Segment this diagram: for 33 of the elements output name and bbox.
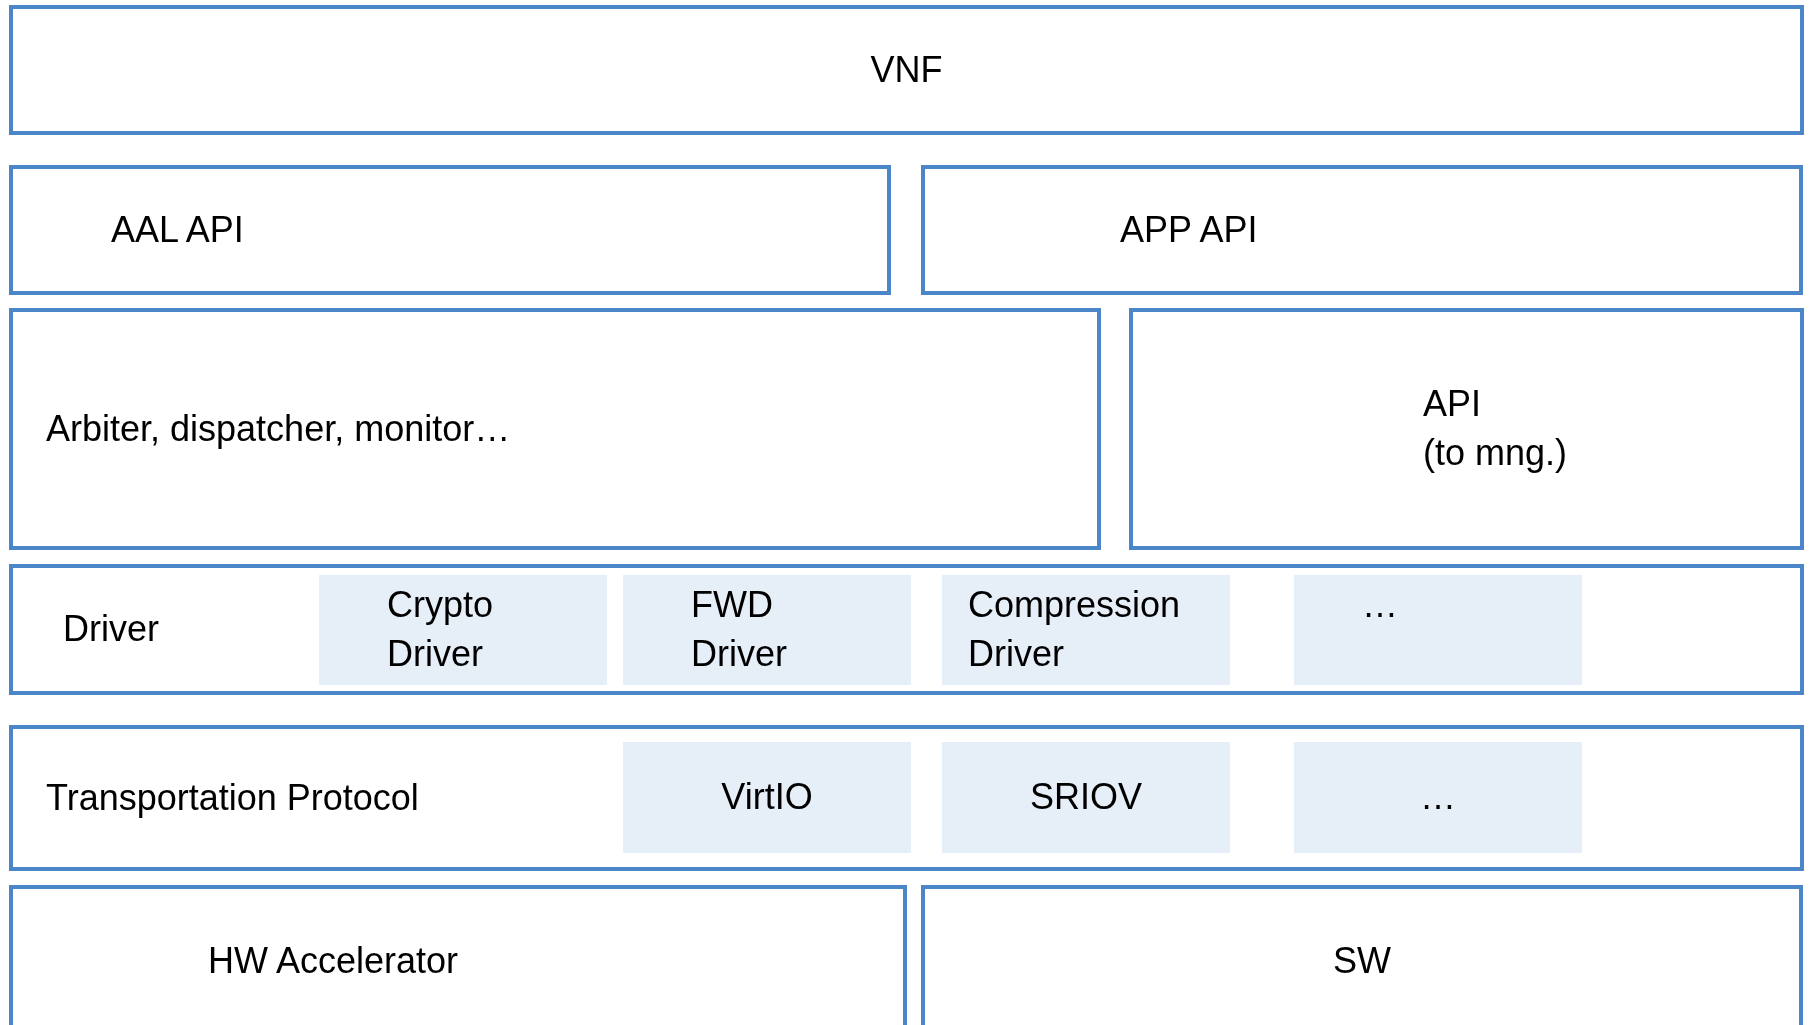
layer-box: [921, 165, 1803, 295]
layer-box: [9, 725, 1804, 871]
layer-label: Driver: [63, 607, 159, 652]
layer-label: SRIOV: [1030, 775, 1142, 820]
layer-label: Arbiter, dispatcher, monitor…: [46, 406, 511, 451]
layer-label: FWD Driver: [691, 583, 788, 676]
layer-box: [9, 5, 1804, 135]
layer-label: Crypto Driver: [387, 583, 495, 676]
layer-label: APP API: [1120, 207, 1258, 252]
layer-label: SW: [1333, 939, 1391, 983]
layer-box: [9, 308, 1101, 550]
layer-label: Transportation Protocol: [46, 775, 419, 820]
layer-label: API: [1423, 382, 1482, 427]
module-box: [942, 742, 1230, 853]
layer-label: HW Accelerator: [208, 939, 459, 983]
layer-label: …: [1420, 775, 1456, 820]
layer-box: [9, 564, 1804, 695]
layer-label: Compression Driver: [968, 583, 1182, 676]
module-box: [319, 575, 607, 685]
layer-label: VirtIO: [721, 775, 813, 820]
layer-box: [921, 885, 1803, 1025]
module-box: [623, 742, 911, 853]
layer-label: (to mng.): [1423, 431, 1568, 475]
layer-box: [1129, 308, 1804, 550]
module-box: [1294, 575, 1582, 685]
layer-label: VNF: [870, 47, 943, 92]
module-box: [942, 575, 1230, 685]
layer-label: AAL API: [111, 207, 244, 252]
layer-box: [9, 885, 907, 1025]
module-box: [623, 575, 911, 685]
layer-label: …: [1362, 583, 1398, 627]
layer-box: [9, 165, 891, 295]
module-box: [1294, 742, 1582, 853]
